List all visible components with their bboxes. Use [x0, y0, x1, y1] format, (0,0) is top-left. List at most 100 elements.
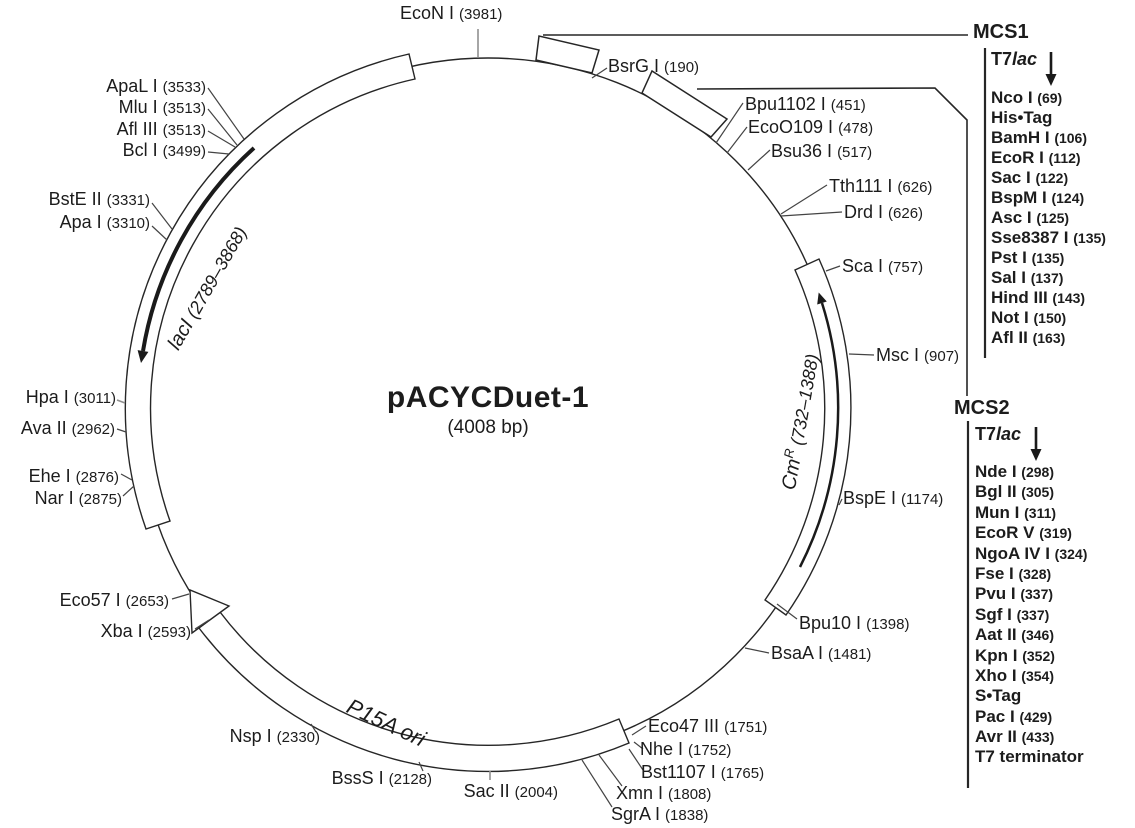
- mcs2-item: NgoA IV I (324): [975, 543, 1088, 563]
- p15a-ori-arrowhead: [189, 588, 231, 635]
- leader-bste-ii: [151, 202, 173, 230]
- mcs1-item: Sal I (137): [991, 268, 1064, 287]
- leader-eco57-i: [171, 593, 190, 600]
- plasmid-title-block: pACYCDuet-1 (4008 bp): [318, 381, 658, 439]
- site-label-bsu36-i: Bsu36 I (517): [771, 141, 873, 161]
- site-label-nhe-i: Nhe I (1752): [640, 739, 732, 759]
- site-tick-marks: [116, 29, 491, 780]
- site-label-afl-iii: Afl III (3513): [116, 119, 206, 139]
- plasmid-name: pACYCDuet-1: [386, 381, 590, 414]
- site-label-bste-ii: BstE II (3331): [48, 189, 150, 209]
- mcs2-item: Nde I (298): [975, 462, 1054, 481]
- site-label-bcl-i: Bcl I (3499): [122, 140, 206, 160]
- mcs2-item: Pac I (429): [975, 706, 1053, 726]
- leader-mlu-i: [207, 108, 238, 146]
- mcs1-item: Sse8387 I (135): [991, 228, 1106, 247]
- mcs1-item: Not I (150): [991, 308, 1067, 327]
- mcs1-item: Asc I (125): [991, 208, 1070, 227]
- leader-drd-i: [780, 211, 843, 217]
- leader-bcl-i: [207, 151, 230, 155]
- mcs2-item: T7 terminator: [975, 747, 1084, 767]
- mcs1-item: Pst I (135): [991, 248, 1065, 267]
- mcs2-item: Avr II (433): [975, 727, 1055, 747]
- tick-hpa-i: [116, 399, 126, 404]
- site-label-tth111-i: Tth111 I (626): [829, 176, 933, 196]
- mcs1-item: Hind III (143): [991, 288, 1086, 307]
- mcs2-item: Fse I (328): [975, 563, 1052, 583]
- leader-apa-i: [151, 225, 168, 241]
- site-label-sac-ii: Sac II (2004): [463, 781, 558, 801]
- leader-bsss-i: [418, 761, 424, 772]
- mcs2-item: EcoR V (319): [975, 523, 1072, 543]
- site-label-eco57-i: Eco57 I (2653): [59, 590, 169, 610]
- mcs2-item: Pvu I (337): [975, 584, 1054, 604]
- laci-direction-arrowhead-icon: [137, 350, 149, 363]
- mcs1-item: His•Tag: [991, 108, 1053, 127]
- site-label-hpa-i: Hpa I (3011): [25, 387, 116, 407]
- plasmid-size: (4008 bp): [447, 417, 529, 438]
- leader-nhe-i: [633, 741, 644, 750]
- cmr-gene-name: Cm: [778, 457, 806, 492]
- cmr-gene-band: [764, 258, 852, 616]
- mcs1-item: BspM I (124): [991, 188, 1085, 207]
- mcs2-item: Aat II (346): [975, 625, 1054, 645]
- mcs1-item: Afl II (163): [991, 328, 1066, 347]
- site-label-bsrg-i: BsrG I (190): [608, 56, 700, 76]
- mcs1-t7lac-down-arrow-icon: [1045, 52, 1057, 86]
- leader-bpu10-i: [776, 603, 798, 620]
- laci-direction-arrow: [141, 146, 256, 352]
- site-label-bspe-i: BspE I (1174): [843, 488, 944, 508]
- mcs2-item: Xho I (354): [975, 665, 1054, 685]
- mcs2-item: Mun I (311): [975, 502, 1057, 522]
- leader-tth111-i: [780, 184, 828, 215]
- site-label-nsp-i: Nsp I (2330): [229, 726, 320, 746]
- site-label-msc-i: Msc I (907): [876, 345, 960, 365]
- mcs2-region-box: [641, 69, 729, 138]
- site-label-nar-i: Nar I (2875): [34, 488, 122, 508]
- site-label-mlu-i: Mlu I (3513): [118, 97, 206, 117]
- mcs2-item: Bgl II (305): [975, 482, 1054, 502]
- mcs2-header: MCS2: [954, 397, 1010, 419]
- mcs2-item: S•Tag: [975, 686, 1022, 706]
- site-label-drd-i: Drd I (626): [844, 202, 924, 222]
- leader-ehe-i: [120, 473, 133, 481]
- leader-xba-i: [194, 619, 210, 630]
- site-label-econ-i: EcoN I (3981): [400, 3, 503, 23]
- site-label-sgra-i: SgrA I (1838): [611, 804, 709, 824]
- leader-bst1107-i: [628, 748, 644, 771]
- mcs1-item: BamH I (106): [991, 128, 1087, 147]
- site-label-apal-i: ApaL I (3533): [106, 76, 206, 96]
- leader-bspe-i: [838, 498, 843, 506]
- site-label-bst1107-i: Bst1107 I (1765): [641, 762, 765, 782]
- mcs1-item: Sac I (122): [991, 168, 1069, 187]
- leader-nsp-i: [310, 723, 317, 733]
- site-label-xmn-i: Xmn I (1808): [616, 783, 712, 803]
- site-label-bpu1102-i: Bpu1102 I (451): [745, 94, 866, 114]
- leader-afl-iii: [207, 130, 236, 148]
- leader-ava-ii: [116, 428, 127, 433]
- site-label-bsss-i: BssS I (2128): [331, 768, 432, 788]
- mcs1-item: EcoR I (112): [991, 148, 1081, 167]
- site-label-eco47-iii: Eco47 III (1751): [648, 716, 768, 736]
- mcs1-site-list: Nco I (69) His•Tag BamH I (106) EcoR I (…: [991, 88, 1106, 348]
- site-label-apa-i: Apa I (3310): [59, 212, 150, 232]
- leader-bsu36-i: [747, 149, 771, 171]
- site-label-bsaa-i: BsaA I (1481): [771, 643, 872, 663]
- site-label-ecoo109-i: EcoO109 I (478): [748, 117, 874, 137]
- laci-gene-band: [124, 53, 416, 530]
- leader-sgra-i: [581, 759, 613, 808]
- leader-msc-i: [848, 353, 875, 356]
- mcs1-header: MCS1: [973, 21, 1029, 43]
- leader-apal-i: [207, 87, 245, 140]
- site-label-bpu10-i: Bpu10 I (1398): [799, 613, 910, 633]
- leader-eco47-iii: [631, 725, 647, 736]
- site-label-sca-i: Sca I (757): [842, 256, 924, 276]
- mcs2-item: Sgf I (337): [975, 604, 1050, 624]
- leader-bsaa-i: [744, 647, 770, 654]
- mcs1-region-box: [535, 35, 600, 74]
- cmr-direction-arrowhead-icon: [817, 292, 827, 305]
- leader-xmn-i: [598, 754, 623, 787]
- mcs1-t7lac-promoter: T7lac: [991, 49, 1038, 69]
